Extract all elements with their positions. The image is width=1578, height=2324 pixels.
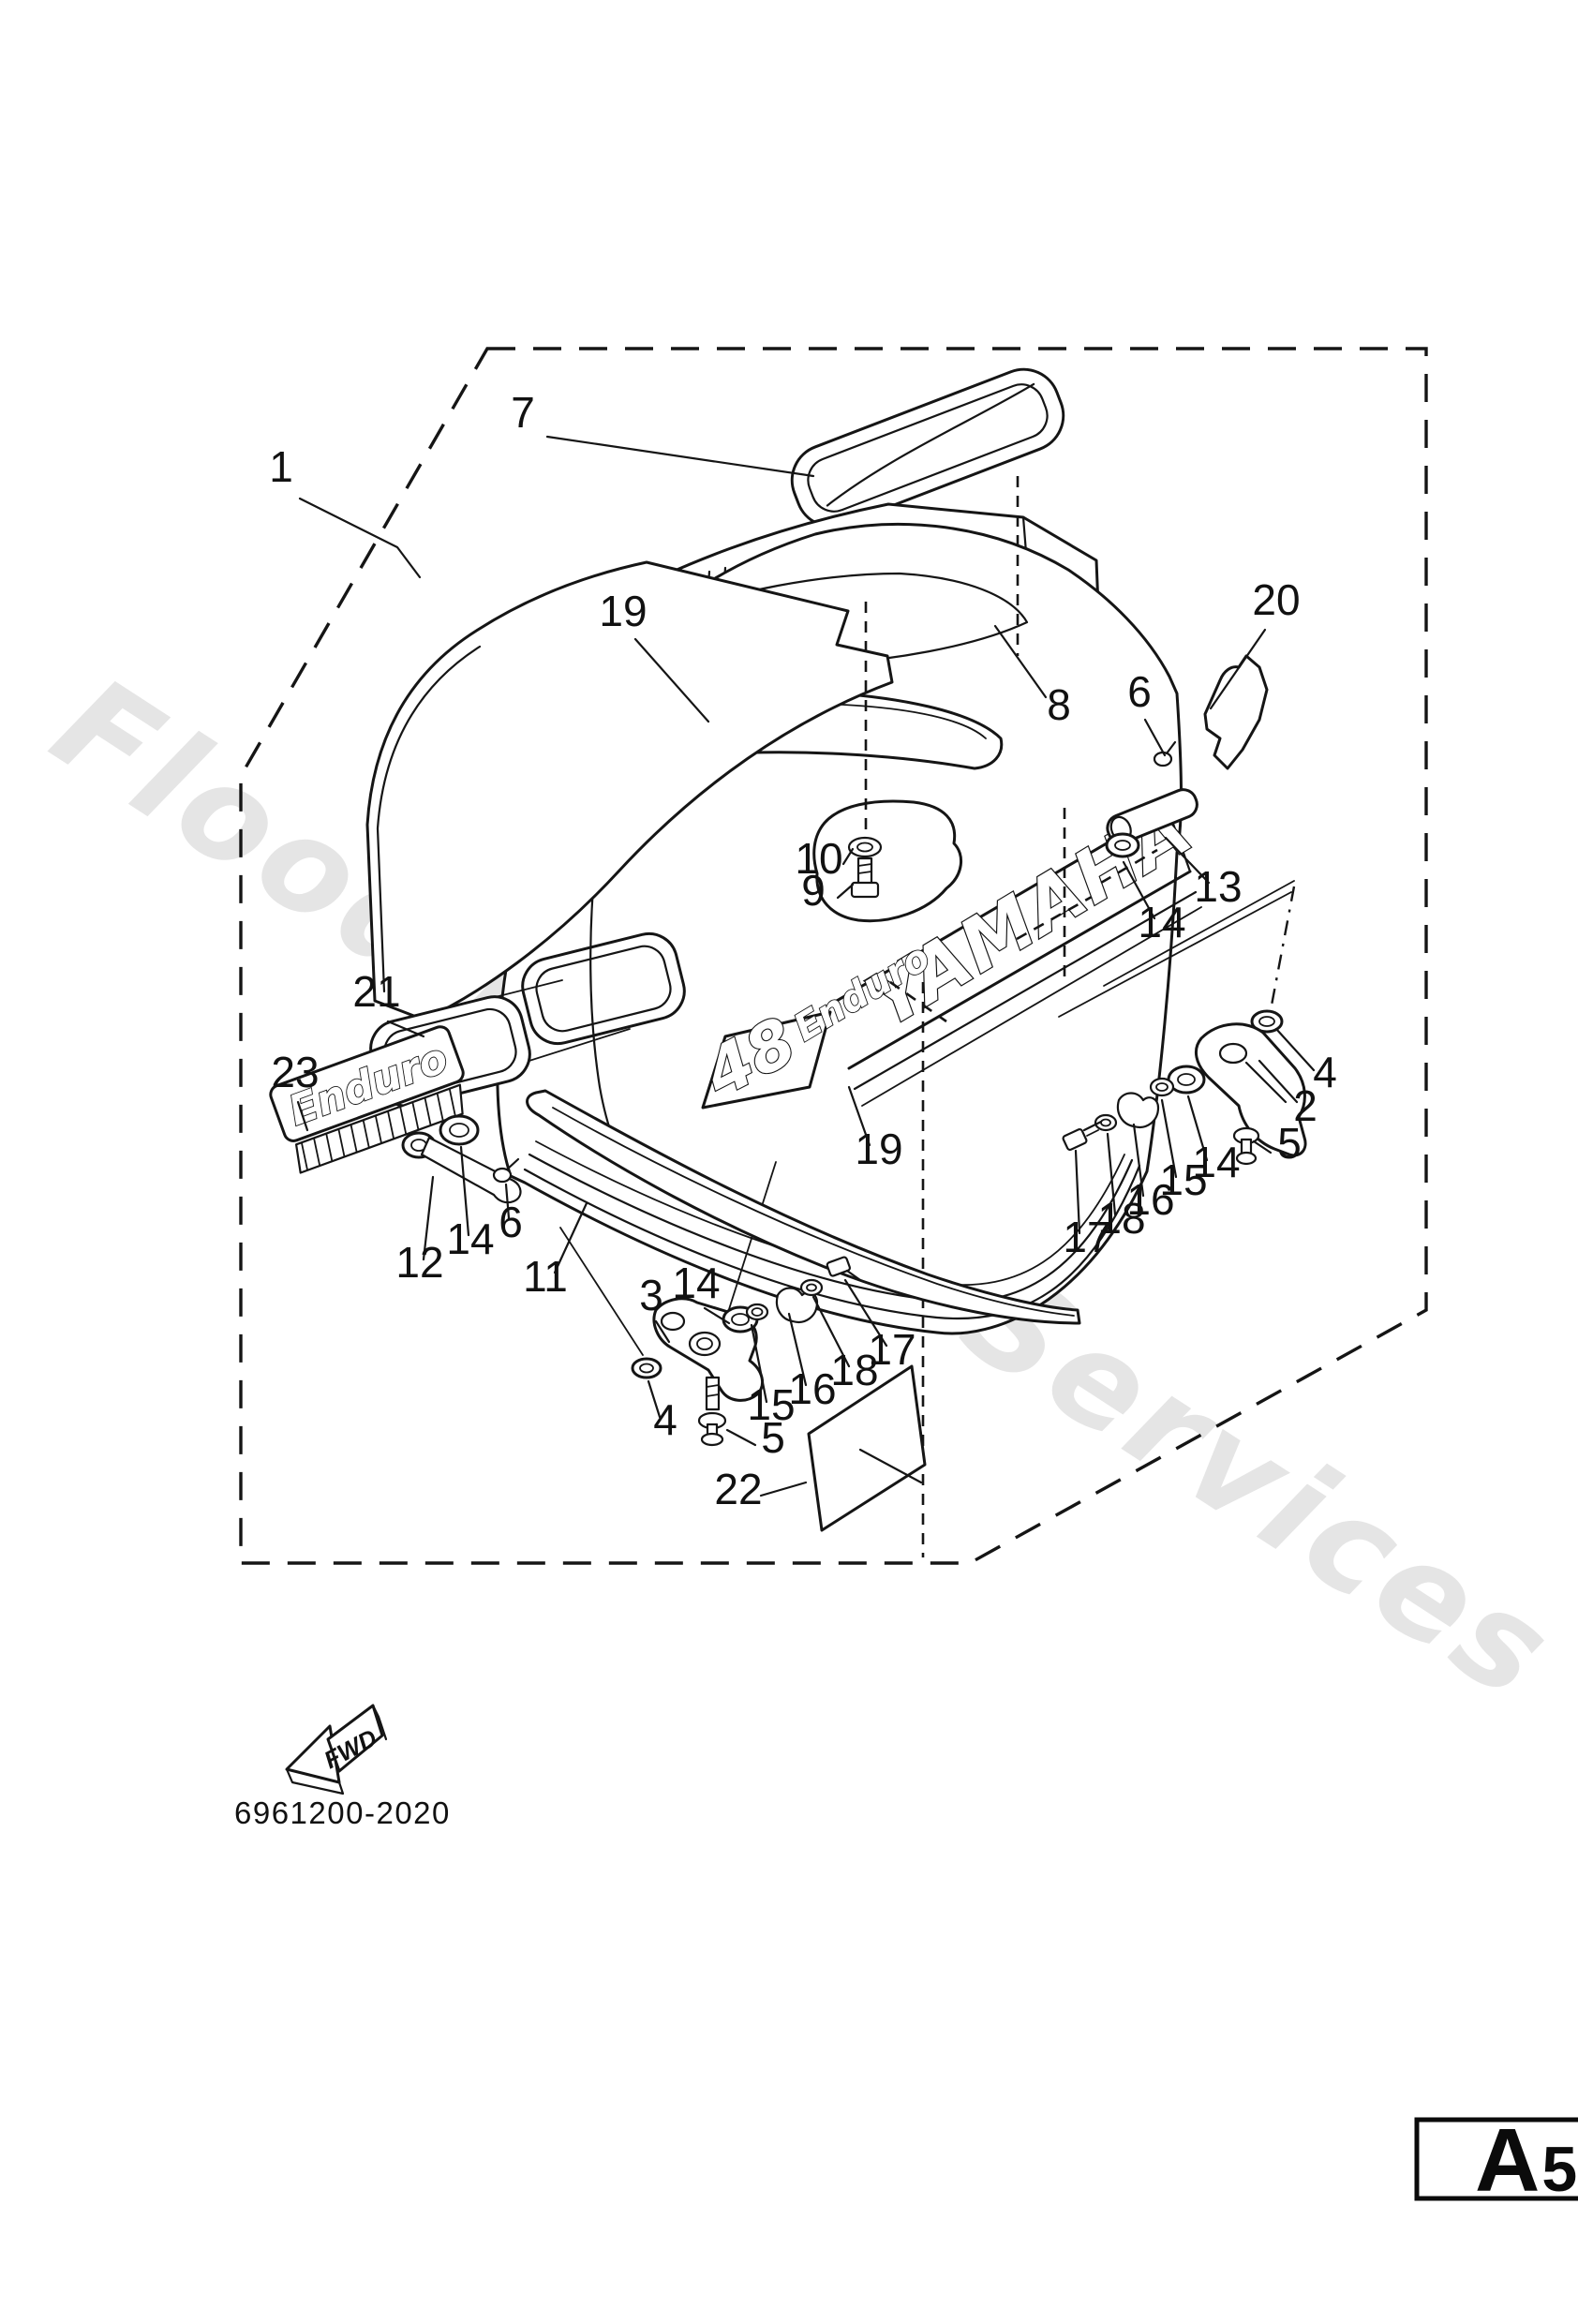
part-label: 12 xyxy=(395,1238,443,1287)
part-label: 15 xyxy=(1159,1155,1207,1204)
part-label: 6 xyxy=(499,1198,523,1246)
part-label: 16 xyxy=(1126,1175,1174,1224)
part-label: 17 xyxy=(868,1325,916,1374)
part-label: 20 xyxy=(1252,575,1300,624)
exploded-view-drawing: YAMAHA Enduro 48 xyxy=(269,367,1307,1557)
part-label: 9 xyxy=(801,866,826,915)
part-label: 19 xyxy=(855,1125,902,1173)
part-label: 1 xyxy=(269,442,293,491)
bottom-latch-assembly-drawing xyxy=(631,1256,862,1447)
part-label: 14 xyxy=(446,1214,494,1263)
part-labels: 1 7 19 20 8 6 10 9 13 14 21 23 4 2 19 5 … xyxy=(269,388,1337,1513)
part-label: 16 xyxy=(788,1364,836,1413)
part-11-molding-drawing xyxy=(526,1089,1081,1325)
part-label: 6 xyxy=(1127,667,1152,716)
part-label: 17 xyxy=(1063,1213,1110,1261)
part-label: 4 xyxy=(1313,1048,1337,1096)
part-23-emblem-drawing: Enduro xyxy=(269,1025,465,1174)
part-label: 19 xyxy=(599,587,647,635)
part-12-handle-drawing xyxy=(401,1114,522,1204)
part-label: 13 xyxy=(1194,862,1242,911)
part-label: 7 xyxy=(511,388,535,437)
part-label: 10 xyxy=(795,834,842,883)
part-label: 14 xyxy=(1138,898,1185,946)
part-label: 21 xyxy=(352,967,400,1016)
part-label: 8 xyxy=(1047,680,1071,729)
part-label: 3 xyxy=(639,1271,663,1319)
part-label: 14 xyxy=(1192,1138,1240,1186)
part-label: 5 xyxy=(1277,1119,1302,1168)
part-label: 22 xyxy=(714,1465,762,1513)
part-19-apron-drawing xyxy=(365,560,894,1021)
boundary-dashed-border xyxy=(239,347,1428,1565)
page-ref-text: A5 xyxy=(1475,2110,1577,2211)
drawing-number: 6961200-2020 xyxy=(234,1795,451,1830)
part-label: 18 xyxy=(830,1346,878,1394)
part-label: 2 xyxy=(1293,1081,1317,1130)
part-label: 5 xyxy=(761,1413,785,1462)
part-label: 23 xyxy=(271,1048,319,1096)
leader-lines xyxy=(296,435,1316,1497)
right-latch-assembly-drawing xyxy=(1062,1009,1307,1166)
part-label: 15 xyxy=(747,1380,795,1429)
part-13-rod-drawing xyxy=(1105,740,1198,858)
part-label: 4 xyxy=(653,1395,677,1444)
fwd-arrow-icon: FWD xyxy=(285,1704,388,1795)
part-7-seal-drawing xyxy=(790,367,1065,529)
part-22-sheet-drawing xyxy=(807,1364,927,1532)
part-label: 11 xyxy=(523,1252,568,1301)
part-label: 14 xyxy=(672,1259,720,1307)
part-label: 18 xyxy=(1097,1194,1145,1243)
page-ref-box: A5 xyxy=(1414,2110,1578,2211)
